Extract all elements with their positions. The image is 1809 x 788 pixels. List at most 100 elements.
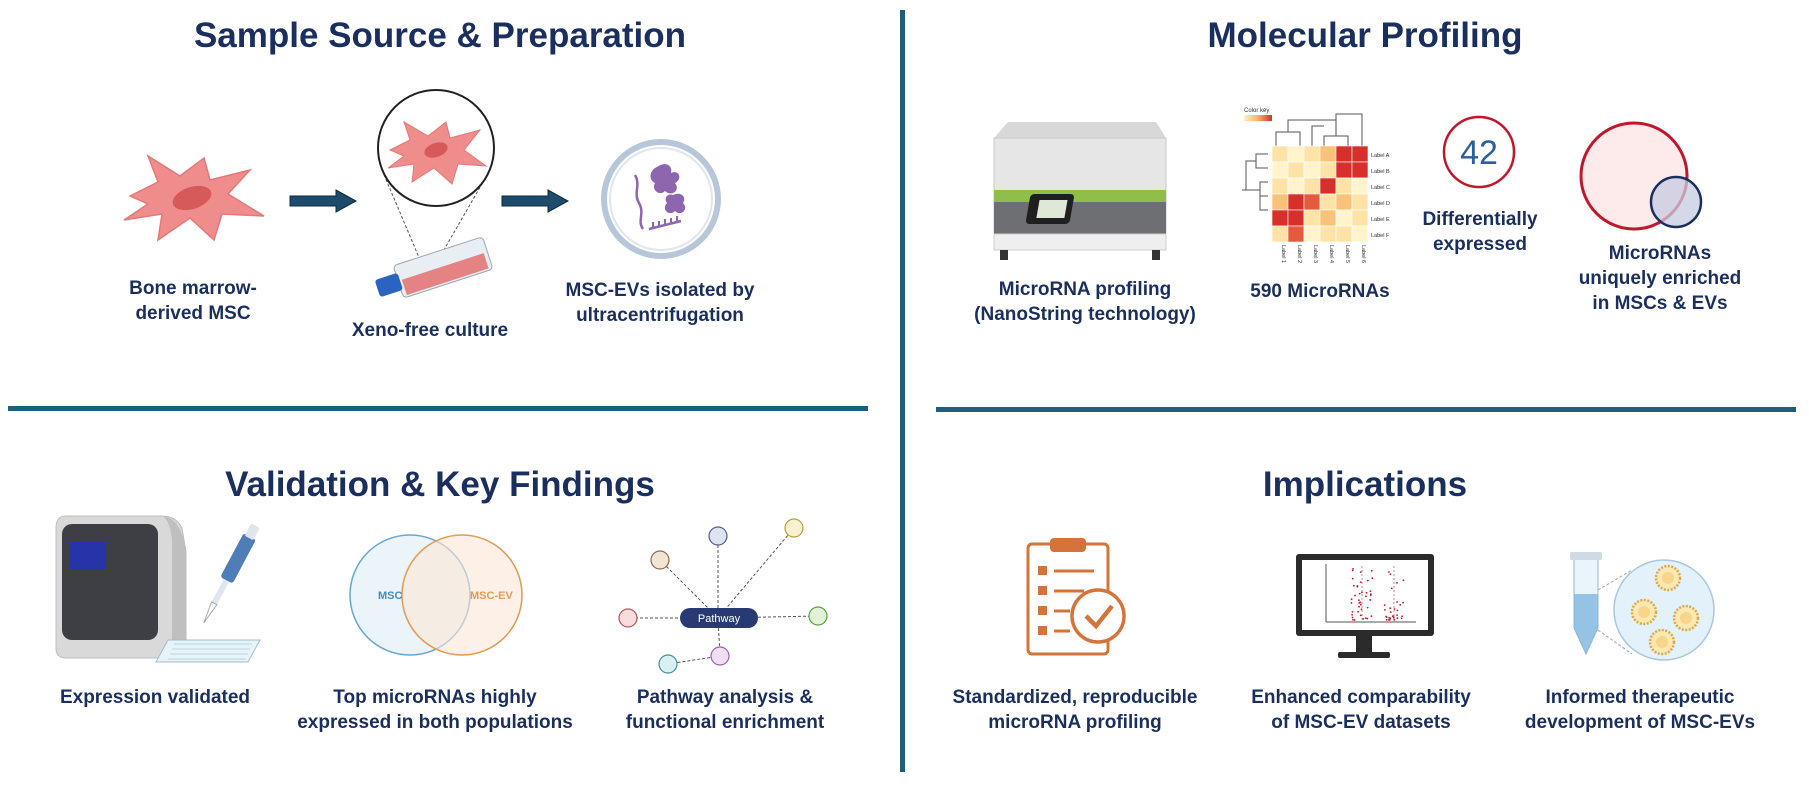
heatmap-cell <box>1287 161 1305 179</box>
implications-panel-title: Implications <box>1262 465 1468 504</box>
heatmap-icon: Color key Label A Label B Label C Label D La… <box>1242 108 1390 263</box>
heatmap-col-label: Label 6 <box>1360 245 1366 263</box>
volcano-point <box>1402 601 1404 604</box>
heatmap-cell <box>1319 225 1337 243</box>
volcano-point <box>1365 591 1368 594</box>
heatmap-cell <box>1335 225 1353 243</box>
volcano-point <box>1350 602 1353 604</box>
monitor-volcano-plot-icon <box>1296 554 1434 658</box>
volcano-point <box>1352 584 1355 587</box>
heatmap-cell <box>1351 177 1369 195</box>
msc-cell-icon <box>123 154 265 242</box>
vesicle-core <box>1680 612 1692 624</box>
volcano-point <box>1351 616 1354 619</box>
volcano-point <box>1367 579 1369 582</box>
heatmap-cell <box>1319 209 1337 227</box>
heatmap-col-label: Label 3 <box>1312 245 1318 263</box>
heatmap-cell <box>1351 193 1369 211</box>
volcano-point <box>1359 571 1362 573</box>
heatmap-cell <box>1287 225 1305 243</box>
informed-therapeutic-label: Informed therapeutic development of MSC-… <box>1524 687 1756 733</box>
heatmap-cells <box>1271 145 1369 243</box>
profiling-panel-title: Molecular Profiling <box>1207 16 1523 55</box>
microrna-count-label: 590 MicroRNAs <box>1250 281 1390 302</box>
heatmap-color-key-label: Color key <box>1244 108 1269 114</box>
volcano-point <box>1360 608 1363 611</box>
heatmap-cell <box>1351 225 1369 243</box>
venn-msc-ev-label: MSC-EV <box>470 590 513 602</box>
volcano-point <box>1352 618 1354 621</box>
vesicle-core <box>1656 636 1668 648</box>
volcano-point <box>1365 595 1367 598</box>
validation-panel-title: Validation & Key Findings <box>225 465 655 504</box>
heatmap-cell <box>1335 177 1353 195</box>
volcano-point <box>1396 609 1399 612</box>
heatmap-cell <box>1335 161 1353 179</box>
nanostring-instrument-icon <box>993 122 1167 260</box>
heatmap-col-label: Label 2 <box>1296 245 1302 263</box>
differentially-expressed-count-circle: 42 <box>1442 115 1516 189</box>
volcano-point <box>1350 598 1353 601</box>
heatmap-cell <box>1319 177 1337 195</box>
volcano-point <box>1370 593 1372 596</box>
volcano-point <box>1358 605 1360 608</box>
volcano-point <box>1390 587 1393 590</box>
heatmap-cell <box>1335 193 1353 211</box>
heatmap-cell <box>1319 145 1337 163</box>
volcano-point <box>1359 581 1362 583</box>
extracellular-vesicle-icon <box>601 139 721 259</box>
volcano-point <box>1370 615 1373 617</box>
heatmap-cell <box>1351 209 1369 227</box>
volcano-point <box>1370 569 1373 572</box>
heatmap-cell <box>1271 145 1289 163</box>
arrow-right-icon <box>289 189 358 213</box>
heatmap-row-label: Label C <box>1371 185 1390 191</box>
heatmap-cell <box>1303 145 1321 163</box>
volcano-point <box>1351 613 1353 616</box>
heatmap-cell <box>1271 193 1289 211</box>
volcano-point <box>1389 617 1392 620</box>
heatmap-cell <box>1287 193 1305 211</box>
volcano-point <box>1371 577 1374 580</box>
clipboard-checklist-icon <box>1026 538 1126 656</box>
vesicle-core <box>1638 606 1650 618</box>
volcano-point <box>1351 611 1354 613</box>
volcano-point <box>1388 571 1390 573</box>
heatmap-cell <box>1351 161 1369 179</box>
volcano-point <box>1358 602 1361 604</box>
enriched-venn-icon <box>1579 121 1703 231</box>
vertical-divider <box>900 10 905 772</box>
volcano-point <box>1393 608 1396 610</box>
pathway-node-label: Pathway <box>698 613 741 625</box>
heatmap-row-label: Label A <box>1371 153 1390 159</box>
volcano-point <box>1401 615 1403 618</box>
heatmap-row-label: Label E <box>1371 217 1390 223</box>
heatmap-cell <box>1271 177 1289 195</box>
volcano-point <box>1364 617 1367 619</box>
heatmap-row-label: Label B <box>1371 169 1390 175</box>
vesicle-core <box>1662 572 1674 584</box>
heatmap-cell <box>1287 209 1305 227</box>
heatmap-cell <box>1335 209 1353 227</box>
culture-flask-icon <box>375 89 495 298</box>
volcano-point <box>1399 604 1402 606</box>
volcano-point <box>1389 607 1391 610</box>
differentially-expressed-count: 42 <box>1460 134 1498 172</box>
volcano-point <box>1389 573 1392 576</box>
volcano-point <box>1396 614 1398 616</box>
volcano-point <box>1389 611 1392 613</box>
volcano-point <box>1359 614 1362 617</box>
volcano-point <box>1383 604 1386 606</box>
heatmap-cell <box>1271 161 1289 179</box>
volcano-point <box>1389 619 1391 621</box>
heatmap-cell <box>1271 225 1289 243</box>
heatmap-col-label: Label 5 <box>1344 245 1350 263</box>
volcano-point <box>1356 585 1359 587</box>
ev-tube-icon <box>1570 552 1715 661</box>
volcano-point <box>1392 615 1395 617</box>
heatmap-row-label: Label D <box>1371 201 1390 207</box>
pathway-network-icon: Pathway <box>618 518 828 674</box>
expression-validated-label: Expression validated <box>59 687 251 708</box>
volcano-point <box>1369 599 1372 601</box>
volcano-point <box>1396 582 1398 584</box>
